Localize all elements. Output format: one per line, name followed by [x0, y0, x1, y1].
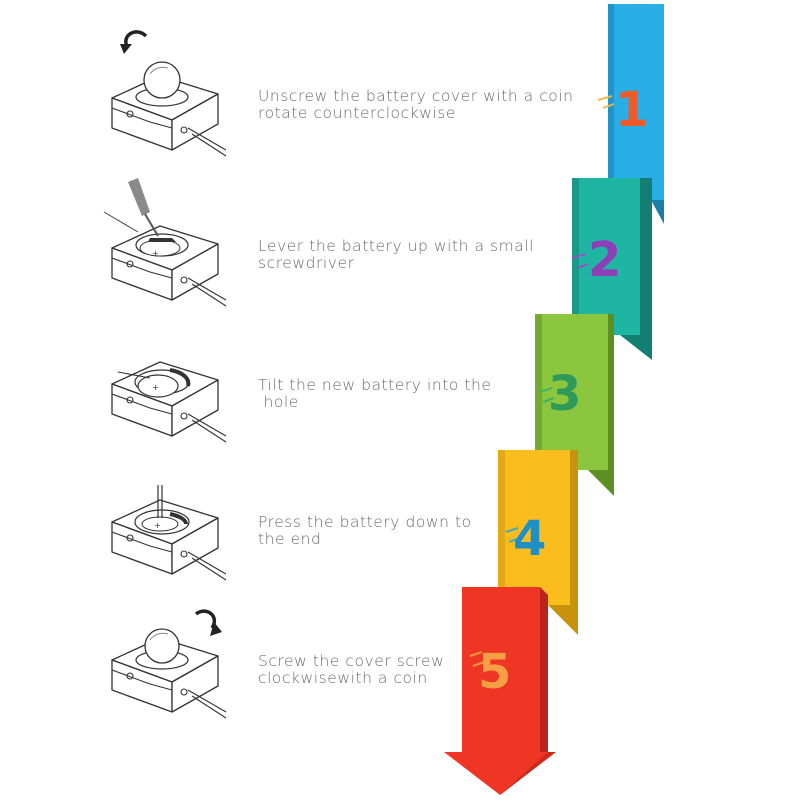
- step-5-arrow: [444, 587, 556, 795]
- step-3-caption-line-2: hole: [258, 393, 299, 411]
- coin-icon: [144, 628, 180, 664]
- step-5-caption-line-1: Screw the cover screw: [258, 652, 445, 670]
- step-2-caption-line-2: screwdriver: [258, 254, 355, 272]
- step-1-caption-line-1: Unscrew the battery cover with a coin: [258, 87, 574, 105]
- illustration-step-5: [111, 609, 227, 719]
- press-tool-icon: [157, 485, 163, 518]
- step-5-caption: Screw the cover screw clockwisewith a co…: [258, 653, 588, 687]
- step-number-4-text: 4: [513, 511, 546, 567]
- step-number-5: 5: [469, 644, 511, 700]
- step-1-caption: Unscrew the battery cover with a coin ro…: [258, 88, 588, 122]
- step-number-3: 3: [539, 366, 581, 422]
- illustration-step-1: [111, 30, 227, 157]
- staircase-arrow: [444, 4, 664, 795]
- screwdriver-icon: [103, 178, 159, 237]
- step-number-1: 1: [597, 82, 648, 138]
- step-5-caption-line-2: clockwisewith a coin: [258, 669, 428, 687]
- rotate-clockwise-icon: [194, 609, 222, 636]
- svg-text:+: +: [152, 383, 159, 392]
- step-number-3-text: 3: [548, 366, 581, 422]
- step-3-caption: Tilt the new battery into the hole: [258, 377, 588, 411]
- new-battery-icon: +: [117, 371, 179, 398]
- step-2-caption-line-1: Lever the battery up with a small: [258, 237, 535, 255]
- step-4-caption-line-2: the end: [258, 530, 322, 548]
- coin-icon: [143, 61, 181, 99]
- step-number-2: 2: [571, 232, 621, 288]
- step-number-5-text: 5: [478, 644, 511, 700]
- step-3-caption-line-1: Tilt the new battery into the: [258, 376, 492, 394]
- step-2-block: [572, 178, 652, 360]
- step-4-caption: Press the battery down to the end: [258, 514, 588, 548]
- step-1-block: [608, 4, 664, 224]
- illustration-step-2: +: [103, 178, 227, 307]
- step-3-block: [535, 314, 614, 496]
- step-number-2-text: 2: [588, 232, 621, 288]
- step-number-1-text: 1: [615, 82, 648, 138]
- illustration-step-4: +: [111, 485, 227, 581]
- illustration-step-3: +: [111, 361, 227, 443]
- step-number-4: 4: [505, 511, 546, 567]
- svg-text:+: +: [152, 249, 159, 258]
- rotate-counterclockwise-icon: [120, 30, 148, 54]
- step-2-caption: Lever the battery up with a small screwd…: [258, 238, 588, 272]
- step-4-caption-line-1: Press the battery down to: [258, 513, 472, 531]
- step-1-caption-line-2: rotate counterclockwise: [258, 104, 456, 122]
- svg-text:+: +: [154, 521, 161, 530]
- step-4-block: [498, 450, 578, 635]
